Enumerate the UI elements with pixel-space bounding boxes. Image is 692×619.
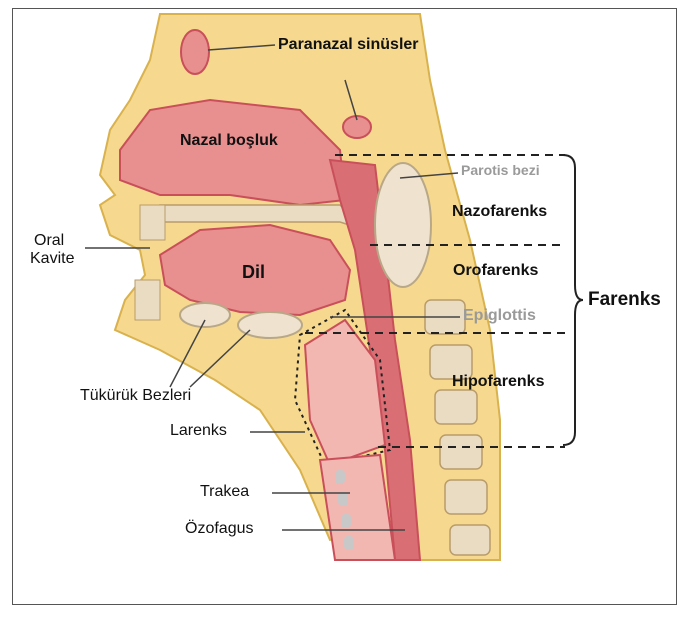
label-parotis-bezi: Parotis bezi	[461, 163, 540, 178]
label-trakea: Trakea	[200, 483, 249, 501]
label-paranazal-sinusler: Paranazal sinüsler	[278, 36, 419, 54]
label-nazal-bosluk: Nazal boşluk	[180, 132, 278, 150]
farenks-brace	[563, 155, 583, 445]
label-larenks: Larenks	[170, 422, 227, 440]
label-epiglottis: Epiglottis	[463, 307, 536, 325]
label-dil: Dil	[242, 263, 265, 283]
label-hipofarenks: Hipofarenks	[452, 373, 544, 391]
parotid-gland-shape	[375, 163, 431, 287]
submandibular-gland-shape	[238, 312, 302, 338]
label-farenks: Farenks	[588, 290, 661, 311]
upper-teeth-shape	[140, 205, 165, 240]
label-nazofarenks: Nazofarenks	[452, 203, 547, 221]
label-kavite: Kavite	[30, 250, 74, 268]
label-tukuruk-bezleri: Tükürük Bezleri	[80, 387, 191, 405]
sublingual-gland-shape	[180, 303, 230, 327]
label-ozofagus: Özofagus	[185, 520, 253, 538]
label-orofarenks: Orofarenks	[453, 262, 538, 280]
label-oral: Oral	[34, 232, 64, 250]
lower-teeth-shape	[135, 280, 160, 320]
paranasal-sinus-shape	[181, 30, 209, 74]
